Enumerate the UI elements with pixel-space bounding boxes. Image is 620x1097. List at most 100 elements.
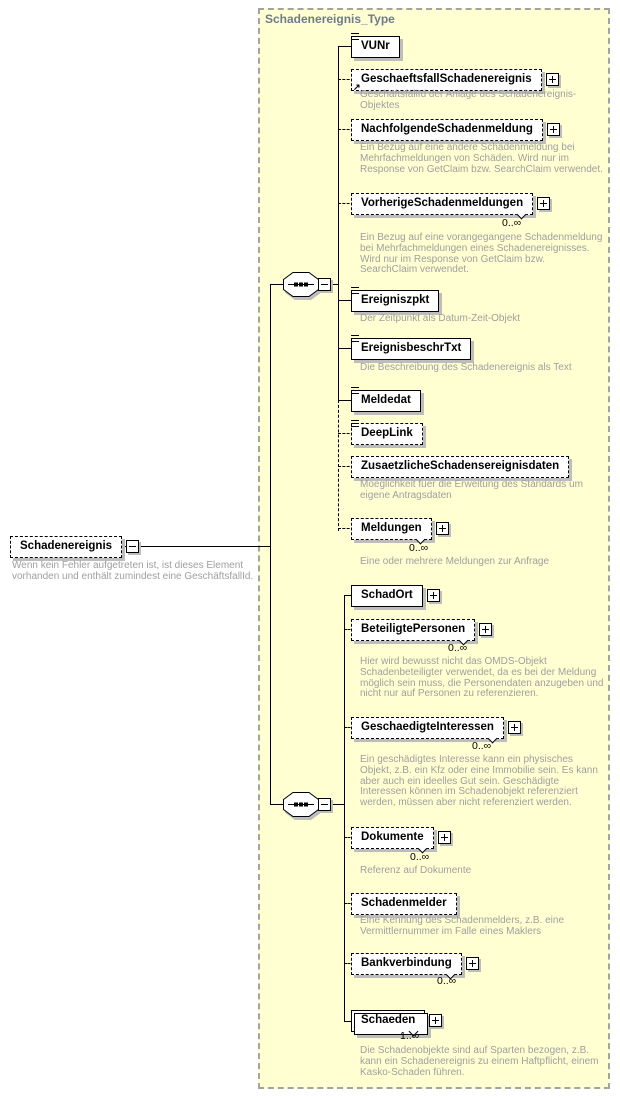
- element-geschaedigteinteressen[interactable]: GeschaedigteInteressen: [351, 717, 521, 744]
- element-schadort[interactable]: SchadOrt: [351, 585, 440, 607]
- element-ereigniszpkt[interactable]: Ereigniszpkt: [351, 287, 440, 312]
- sequence-icon: [283, 792, 319, 817]
- sequence-connector[interactable]: [283, 792, 331, 817]
- connector-line: [270, 284, 271, 804]
- connector-line: [338, 46, 351, 47]
- element-label: Schadenmelder: [361, 897, 447, 909]
- connector-line: [338, 466, 354, 467]
- collapse-icon[interactable]: [318, 798, 331, 811]
- connector-line: [338, 46, 339, 400]
- connector-line: [338, 300, 351, 301]
- connector-line: [344, 963, 354, 964]
- occurrence-label: 0..∞: [448, 642, 468, 654]
- element-label: Schaeden: [361, 1014, 416, 1026]
- element-bankverbindung[interactable]: Bankverbindung: [351, 953, 479, 980]
- element-label: Ereigniszpkt: [361, 294, 430, 306]
- sequence-connector[interactable]: [283, 272, 331, 297]
- occurrence-label: 0..∞: [502, 217, 522, 229]
- element-dokumente[interactable]: Dokumente: [351, 827, 451, 854]
- expand-icon[interactable]: [479, 623, 493, 636]
- expand-icon[interactable]: [435, 522, 449, 535]
- element-label: VorherigeSchadenmeldungen: [361, 197, 524, 209]
- occurrence-label: 0..∞: [410, 851, 430, 863]
- element-label: Bankverbindung: [361, 957, 452, 969]
- type-icon: [351, 287, 359, 294]
- occurrence-label: 0..∞: [437, 975, 457, 987]
- element-label: NachfolgendeSchadenmeldung: [361, 123, 533, 135]
- element-label: GeschaedigteInteressen: [361, 721, 494, 733]
- element-geschaeftsfallschadenereignis[interactable]: GeschaeftsfallSchadenereignis: [351, 69, 559, 91]
- element-label: SchadOrt: [361, 589, 413, 601]
- connector-line: [344, 595, 345, 1021]
- connector-line: [338, 348, 351, 349]
- element-label: Meldedat: [361, 394, 411, 406]
- collapse-icon[interactable]: [126, 540, 140, 553]
- connector-line: [338, 528, 354, 529]
- element-nachfolgendeschadenmeldung[interactable]: NachfolgendeSchadenmeldung: [351, 119, 560, 141]
- expand-icon[interactable]: [537, 197, 551, 210]
- connector-line: [338, 400, 351, 401]
- element-schadenereignis[interactable]: Schadenereignis: [10, 536, 140, 558]
- element-label: GeschaeftsfallSchadenereignis: [361, 73, 532, 85]
- expand-icon[interactable]: [426, 589, 440, 602]
- connector-line: [344, 903, 354, 904]
- expand-icon[interactable]: [465, 957, 479, 970]
- element-meldungen[interactable]: Meldungen: [351, 518, 449, 545]
- type-title: Schadenereignis_Type: [265, 12, 395, 26]
- element-zusaetzlicheschadensereignisdaten[interactable]: ZusaetzlicheSchadensereignisdaten: [351, 456, 570, 478]
- type-icon: [351, 335, 359, 342]
- element-label: EreignisbeschrTxt: [361, 342, 462, 354]
- occurrence-label: 1..∞: [400, 1030, 420, 1042]
- element-description: Referenz auf Dokumente: [360, 865, 472, 876]
- element-label: Dokumente: [361, 831, 424, 843]
- element-beteiligtepersonen[interactable]: BeteiligtePersonen: [351, 619, 493, 646]
- occurrence-label: 0..∞: [409, 542, 429, 554]
- element-description: Ein geschädigtes Interesse kann ein phys…: [360, 754, 598, 809]
- connector-line: [344, 629, 354, 630]
- type-icon: [351, 33, 359, 40]
- connector-line: [331, 284, 338, 285]
- connector-line: [270, 284, 283, 285]
- connector-line: [270, 804, 283, 805]
- connector-line: [344, 837, 354, 838]
- connector-line: [344, 727, 354, 728]
- element-label: VUNr: [361, 40, 390, 52]
- element-label: BeteiligtePersonen: [361, 623, 466, 635]
- element-description: GeschäftsfallId der Anlage des Schadener…: [360, 89, 577, 111]
- element-label: Schadenereignis: [20, 540, 113, 552]
- type-icon: [351, 420, 359, 427]
- expand-icon[interactable]: [437, 831, 451, 844]
- collapse-icon[interactable]: [318, 278, 331, 291]
- element-description: Ein Bezug auf eine vorangegangene Schade…: [360, 232, 603, 276]
- element-vunr[interactable]: VUNr: [351, 33, 400, 58]
- expand-icon[interactable]: [546, 123, 560, 136]
- element-label: ZusaetzlicheSchadensereignisdaten: [361, 460, 560, 472]
- element-description: Hier wird bewusst nicht das OMDS-Objekt …: [360, 656, 604, 700]
- connector-line: [120, 546, 270, 547]
- element-meldedat[interactable]: Meldedat: [351, 387, 421, 412]
- element-ereignisbeschrtxt[interactable]: EreignisbeschrTxt: [351, 335, 472, 360]
- connector-line: [344, 1021, 351, 1022]
- element-vorherigeschadenmeldungen[interactable]: VorherigeSchadenmeldungen: [351, 193, 551, 220]
- element-description: Ein Bezug auf eine andere Schadenmeldung…: [360, 142, 603, 175]
- connector-line: [338, 400, 339, 531]
- connector-line: [344, 595, 351, 596]
- sequence-icon: [283, 272, 319, 297]
- element-label: Meldungen: [361, 522, 422, 534]
- expand-icon[interactable]: [429, 1014, 443, 1027]
- element-description: Eine Kennung des Schadenmelders, z.B. ei…: [360, 915, 565, 937]
- occurrence-label: 0..∞: [472, 740, 492, 752]
- connector-line: [338, 129, 354, 130]
- expand-icon[interactable]: [545, 73, 559, 86]
- type-icon: [351, 387, 359, 394]
- expand-icon[interactable]: [507, 721, 521, 734]
- element-description: Die Beschreibung des Schadenereignis als…: [360, 362, 572, 373]
- connector-line: [331, 804, 344, 805]
- element-schadenmelder[interactable]: Schadenmelder: [351, 893, 457, 915]
- element-description: Eine oder mehrere Meldungen zur Anfrage: [360, 556, 550, 567]
- element-schaeden[interactable]: Schaeden: [351, 1010, 443, 1037]
- element-deeplink[interactable]: DeepLink: [351, 420, 423, 445]
- element-description: Wenn kein Fehler aufgetreten ist, ist di…: [12, 560, 254, 582]
- connector-line: [338, 433, 354, 434]
